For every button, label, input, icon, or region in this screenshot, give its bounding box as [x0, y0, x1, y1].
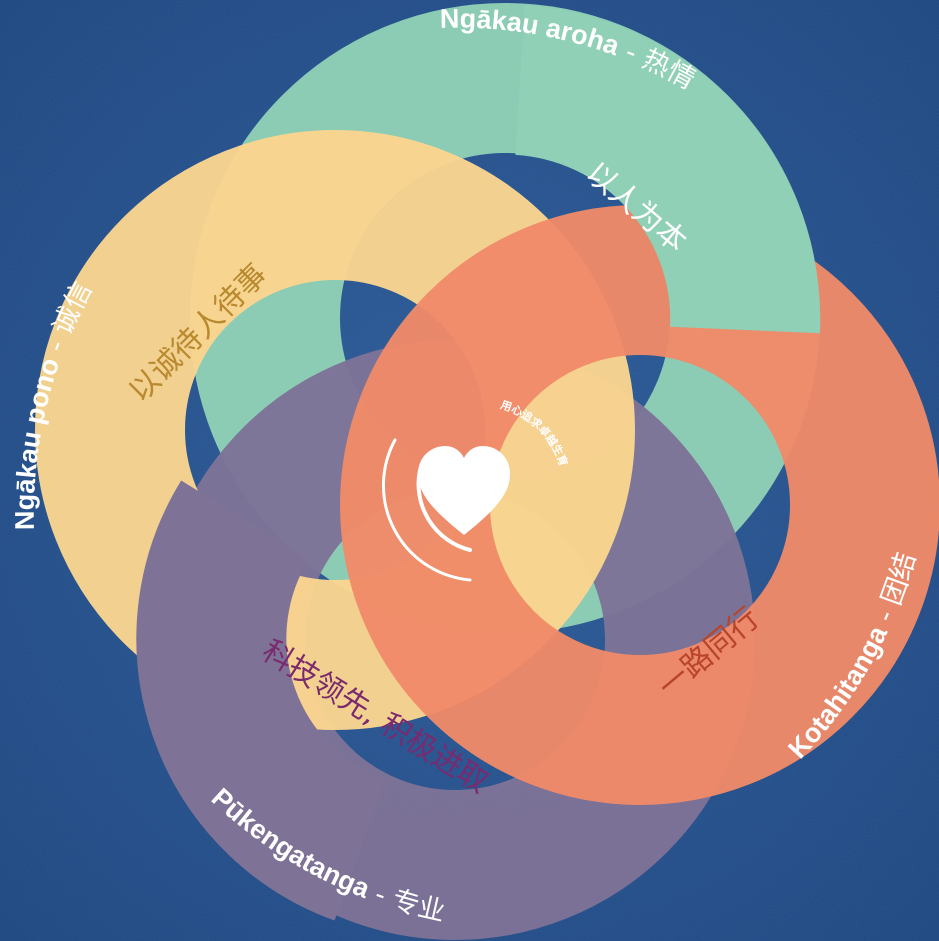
emblem-arc-inner — [416, 468, 472, 552]
ring-ngakau-pono — [35, 130, 635, 730]
ring-pukengatanga-overlap — [136, 480, 388, 921]
ring-kotahitanga — [340, 205, 939, 805]
emblem-arc-outer — [381, 438, 472, 582]
heart-icon — [418, 446, 510, 535]
ring-ngakau-aroha-overlap — [513, 5, 821, 334]
rings — [35, 3, 939, 940]
